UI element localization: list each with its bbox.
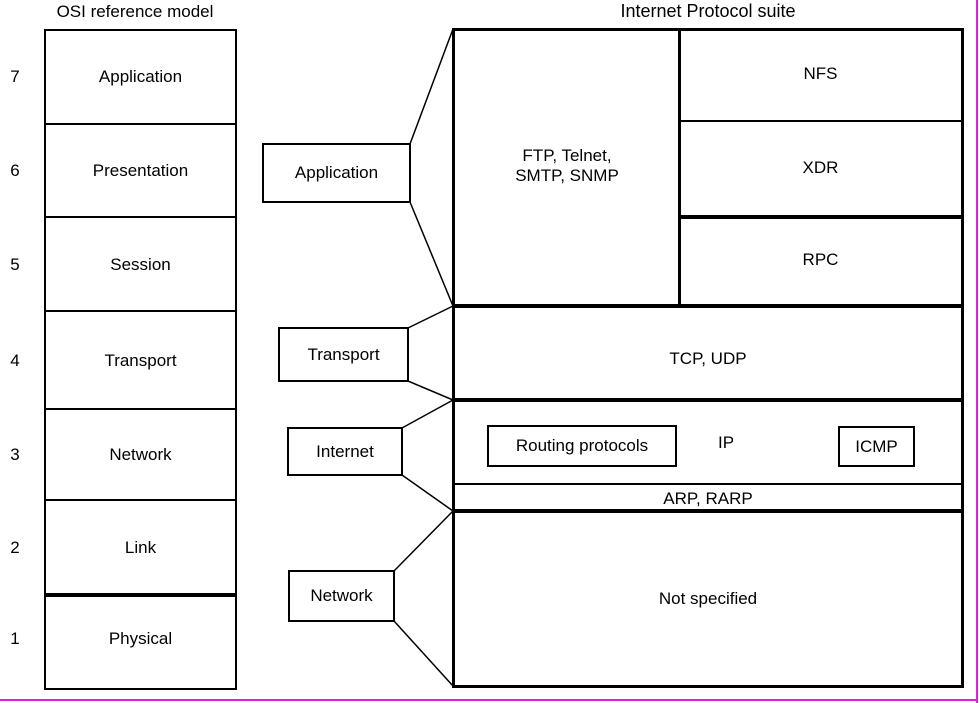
connector-line xyxy=(409,201,454,307)
osi-divider-thick xyxy=(44,593,237,597)
suite-arp-rarp-label: ARP, RARP xyxy=(663,489,753,508)
suite-application-protocols-line2: SMTP, SNMP xyxy=(515,166,619,185)
connector-line xyxy=(409,28,454,145)
suite-vertical-divider xyxy=(678,28,681,308)
osi-divider xyxy=(44,310,237,312)
osi-layer-label-transport: Transport xyxy=(104,351,177,370)
middle-network-box: Network xyxy=(288,570,395,622)
routing-protocols-label: Routing protocols xyxy=(515,436,649,455)
suite-divider-transport-ip xyxy=(452,398,964,402)
osi-layer-number: 5 xyxy=(10,255,20,274)
suite-divider-arp-link xyxy=(452,509,964,513)
suite-divider-ip-arp xyxy=(452,483,964,485)
suite-tcp-udp-label: TCP, UDP xyxy=(669,349,747,368)
middle-internet-box: Internet xyxy=(287,427,403,476)
osi-layer-label-physical: Physical xyxy=(108,629,173,648)
middle-network-label: Network xyxy=(310,586,373,605)
osi-divider xyxy=(44,216,237,218)
frame-edge-bottom xyxy=(0,699,978,701)
osi-layer-label-application: Application xyxy=(98,67,183,86)
osi-layer-number: 3 xyxy=(10,445,20,464)
osi-stack xyxy=(44,29,237,690)
osi-divider xyxy=(44,123,237,125)
icmp-box: ICMP xyxy=(838,426,915,467)
connector-line xyxy=(393,510,454,572)
connector-line xyxy=(401,474,454,512)
suite-application-protocols-line1: FTP, Telnet, xyxy=(522,146,612,165)
osi-title: OSI reference model xyxy=(56,2,214,21)
osi-layer-number: 1 xyxy=(10,629,20,648)
middle-application-box: Application xyxy=(262,143,411,203)
osi-layer-label-session: Session xyxy=(110,255,171,274)
suite-divider-app-transport xyxy=(452,304,964,308)
osi-divider xyxy=(44,408,237,410)
suite-divider-xdr-rpc xyxy=(680,215,962,219)
frame-edge-right xyxy=(976,0,978,703)
suite-ip-label: IP xyxy=(717,433,735,452)
suite-divider-nfs-xdr xyxy=(680,120,962,122)
osi-layer-label-presentation: Presentation xyxy=(92,161,189,180)
middle-transport-box: Transport xyxy=(278,327,409,382)
suite-application-protocols: FTP, Telnet, SMTP, SNMP xyxy=(455,146,679,186)
osi-layer-number: 7 xyxy=(10,67,20,86)
middle-application-label: Application xyxy=(294,163,379,182)
connector-line xyxy=(401,399,454,429)
icmp-label: ICMP xyxy=(855,436,898,456)
suite-not-specified-label: Not specified xyxy=(658,589,758,608)
osi-layer-label-link: Link xyxy=(124,538,157,557)
osi-layer-label-network: Network xyxy=(109,445,172,464)
middle-transport-label: Transport xyxy=(307,344,380,364)
suite-xdr-label: XDR xyxy=(802,158,839,177)
osi-layer-number: 2 xyxy=(10,538,20,557)
routing-protocols-box: Routing protocols xyxy=(487,425,677,467)
osi-layer-number: 6 xyxy=(10,161,20,180)
osi-divider xyxy=(44,499,237,501)
suite-title: Internet Protocol suite xyxy=(620,1,796,21)
suite-rpc-label: RPC xyxy=(802,250,839,269)
suite-box xyxy=(452,28,964,688)
connector-line xyxy=(393,620,454,687)
middle-internet-label: Internet xyxy=(316,441,374,461)
connector-line xyxy=(407,305,454,329)
osi-layer-number: 4 xyxy=(10,351,20,370)
suite-nfs-label: NFS xyxy=(803,64,838,83)
connector-line xyxy=(407,380,454,401)
